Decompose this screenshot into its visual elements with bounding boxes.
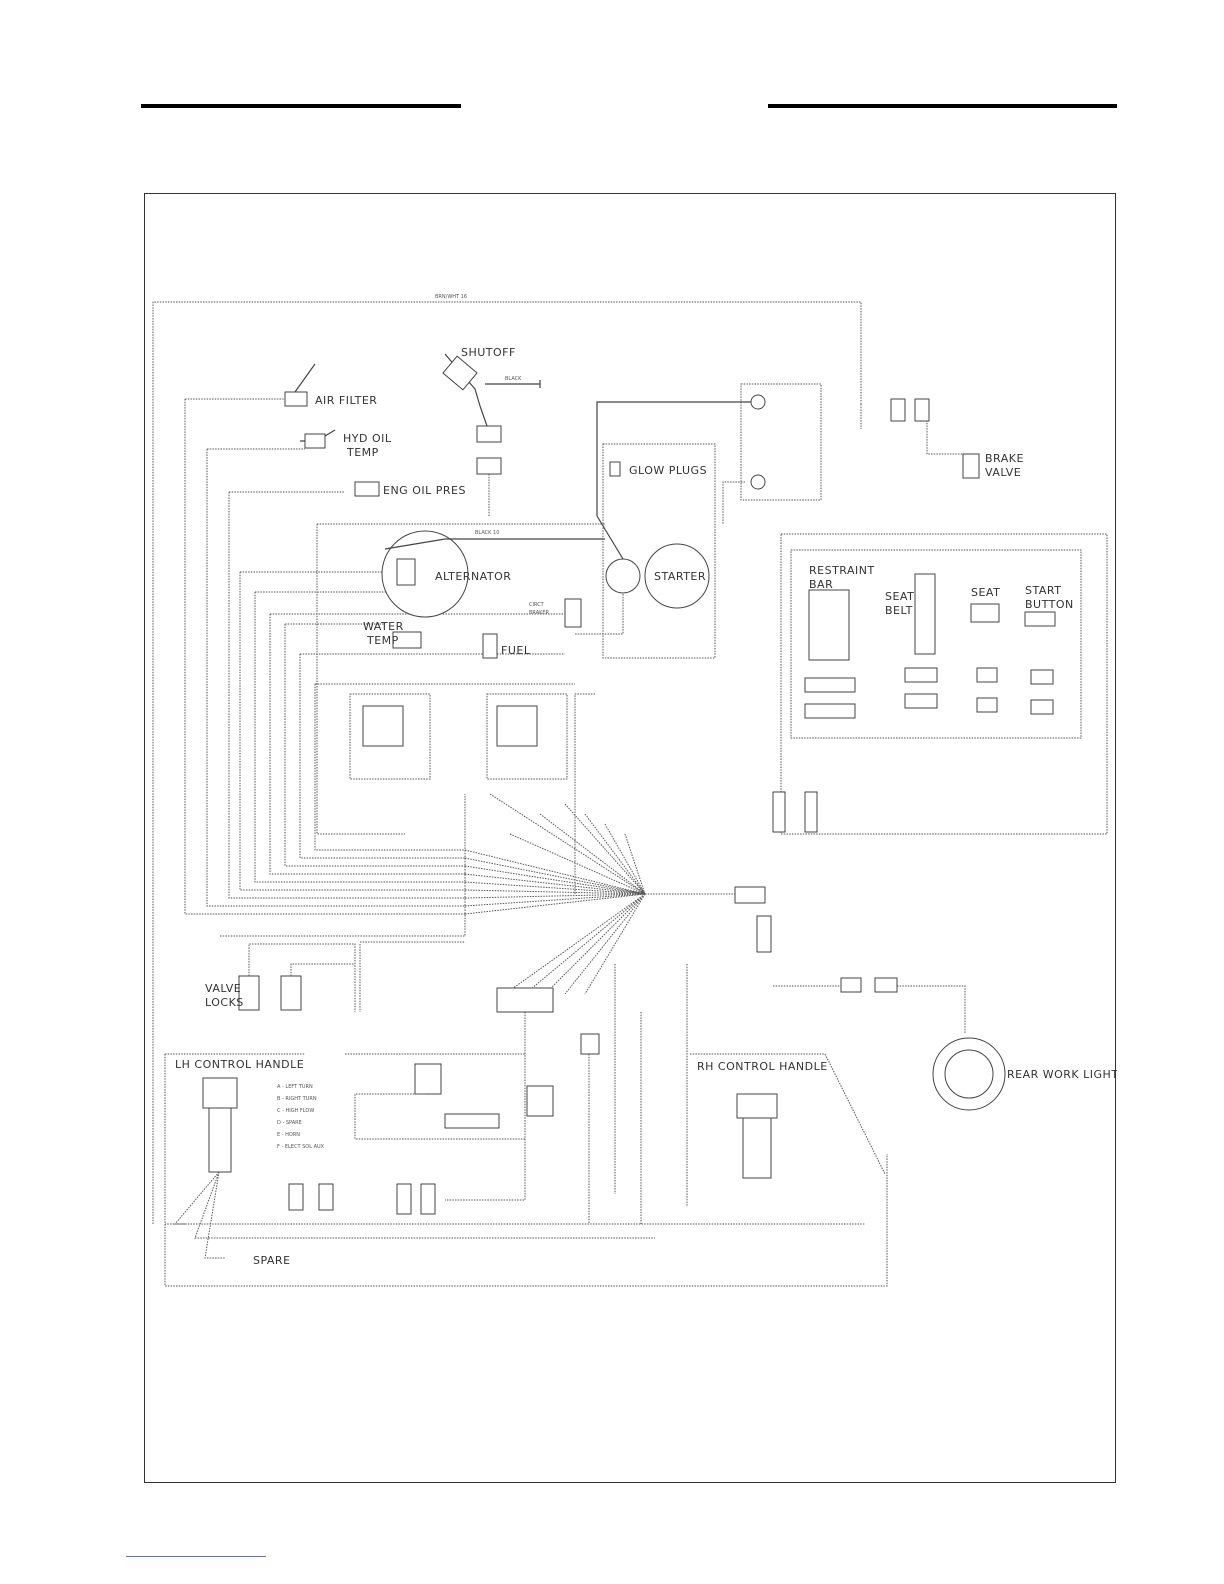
svg-text:ENG OIL PRES: ENG OIL PRES <box>383 484 466 497</box>
svg-text:SHUTOFF: SHUTOFF <box>461 346 516 359</box>
svg-text:RESTRAINT: RESTRAINT <box>809 564 875 577</box>
svg-text:LOCKS: LOCKS <box>205 996 244 1009</box>
svg-text:GLOW PLUGS: GLOW PLUGS <box>629 464 707 477</box>
svg-text:REAR WORK LIGHT: REAR WORK LIGHT <box>1007 1068 1117 1081</box>
wiring-diagram: BRN/WHT 16 AIR FILTER HYD OIL TEMP ENG O… <box>152 294 1117 1287</box>
svg-text:SEAT: SEAT <box>885 590 914 603</box>
svg-text:BLACK: BLACK <box>505 376 522 382</box>
header-rule-left <box>141 104 461 108</box>
air-filter: AIR FILTER <box>284 363 377 407</box>
rh-control-handle: RH CONTROL HANDLE <box>690 1053 886 1179</box>
header-rule-right <box>768 104 1117 108</box>
relay-left <box>349 693 431 780</box>
svg-text:STARTER: STARTER <box>654 570 706 583</box>
footer-link-underline <box>126 1556 266 1557</box>
svg-text:B - RIGHT TURN: B - RIGHT TURN <box>277 1096 317 1102</box>
svg-text:AIR FILTER: AIR FILTER <box>315 394 377 407</box>
wire-bundle-left <box>184 398 605 937</box>
brake-valve: BRAKE VALVE <box>860 398 1024 479</box>
shutoff-solenoid: SHUTOFF BLACK <box>442 346 541 516</box>
svg-text:BLACK 10: BLACK 10 <box>475 530 499 536</box>
svg-text:BRAKE: BRAKE <box>985 452 1024 465</box>
seat-switch-panel: RESTRAINT BAR SEAT BELT SEAT START BUTTO… <box>780 533 1108 835</box>
mid-relays <box>414 1033 600 1129</box>
svg-text:WATER: WATER <box>363 620 404 633</box>
svg-text:CIRCT: CIRCT <box>529 602 545 608</box>
svg-text:BUTTON: BUTTON <box>1025 598 1074 611</box>
svg-text:VALVE: VALVE <box>985 466 1021 479</box>
water-temp-sender: WATER TEMP <box>363 620 422 649</box>
svg-text:ALTERNATOR: ALTERNATOR <box>435 570 511 583</box>
starter: STARTER <box>575 515 710 635</box>
svg-text:BAR: BAR <box>809 578 833 591</box>
svg-text:SPARE: SPARE <box>253 1254 291 1267</box>
svg-text:TEMP: TEMP <box>366 634 399 647</box>
svg-text:A - LEFT TURN: A - LEFT TURN <box>277 1084 313 1090</box>
svg-text:LH CONTROL HANDLE: LH CONTROL HANDLE <box>175 1058 304 1071</box>
valve-locks: VALVE LOCKS <box>205 943 356 1012</box>
svg-text:START: START <box>1025 584 1061 597</box>
svg-text:TEMP: TEMP <box>346 446 379 459</box>
relay-right <box>486 693 568 780</box>
main-connector <box>734 791 818 953</box>
svg-text:FUEL: FUEL <box>501 644 531 657</box>
circuit-breaker: CIRCT BRAKER <box>529 598 582 628</box>
engine-oil-pressure-sender: ENG OIL PRES <box>354 481 466 497</box>
fuel-sender: FUEL <box>482 633 531 659</box>
wire-bundle-right <box>464 793 765 995</box>
svg-text:E - HORN: E - HORN <box>277 1132 300 1138</box>
svg-text:BRAKER: BRAKER <box>529 610 550 616</box>
svg-text:F - ELECT SOL AUX: F - ELECT SOL AUX <box>277 1144 325 1150</box>
wire-lower-runs <box>354 693 688 1224</box>
svg-text:RH CONTROL HANDLE: RH CONTROL HANDLE <box>697 1060 828 1073</box>
alternator: ALTERNATOR BLACK 10 <box>381 530 605 618</box>
svg-text:D - SPARE: D - SPARE <box>277 1120 302 1126</box>
glow-plugs: GLOW PLUGS <box>602 443 716 659</box>
svg-text:HYD OIL: HYD OIL <box>343 432 392 445</box>
battery <box>596 383 822 524</box>
svg-text:BELT: BELT <box>885 604 913 617</box>
svg-text:C - HIGH FLOW: C - HIGH FLOW <box>277 1108 314 1114</box>
hydraulic-temp-sender: HYD OIL TEMP <box>300 429 392 459</box>
rear-work-light: REAR WORK LIGHT <box>773 977 1117 1111</box>
wire-outer-loop <box>152 301 862 1225</box>
lh-control-handle: LH CONTROL HANDLE A - LEFT TURN B - RIGH… <box>164 1053 888 1287</box>
wire-label-top: BRN/WHT 16 <box>435 294 467 300</box>
fuse-block <box>496 987 554 1013</box>
svg-text:VALVE: VALVE <box>205 982 241 995</box>
svg-text:SEAT: SEAT <box>971 586 1000 599</box>
diagram-frame: BRN/WHT 16 AIR FILTER HYD OIL TEMP ENG O… <box>144 193 1117 1483</box>
